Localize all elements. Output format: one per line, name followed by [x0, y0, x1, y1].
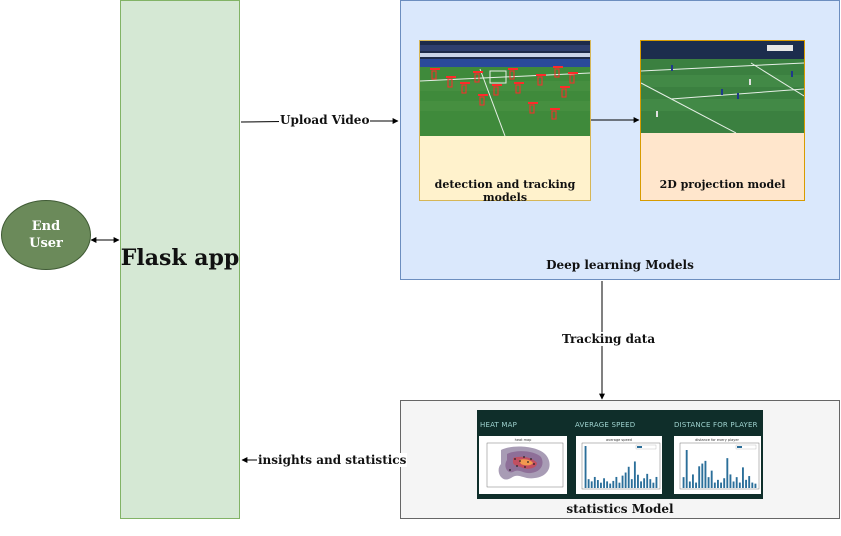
distance-bar — [729, 474, 732, 488]
projection-frame-image — [641, 41, 804, 133]
speed-bar — [624, 472, 627, 488]
distance-bar — [707, 477, 710, 488]
speed-bar — [587, 479, 590, 488]
statistics-label: statistics Model — [566, 502, 674, 516]
distance-bar — [723, 478, 726, 488]
end-user-label-line2: User — [29, 236, 63, 251]
speed-bar — [640, 481, 642, 488]
heatmap-panel: heat map — [479, 436, 567, 494]
heatmap-panel-title: HEAT MAP — [480, 421, 518, 429]
distance-bar — [710, 470, 713, 488]
speed-bar — [621, 475, 624, 488]
distance-bar — [713, 482, 716, 488]
distance-bar — [732, 481, 735, 488]
speed-bar — [590, 481, 593, 488]
distance-bar — [695, 482, 698, 488]
distance-bar — [685, 450, 688, 488]
distance-bar — [751, 482, 754, 488]
distance-panel: distance for every player — [674, 436, 761, 494]
speed-bar — [633, 461, 636, 488]
speed-legend — [635, 444, 657, 450]
end-user-node: End User — [1, 200, 91, 270]
speed-bar — [615, 476, 618, 488]
distance-bar — [692, 474, 694, 488]
speed-subtitle: average speed — [606, 438, 632, 442]
heatmap-subtitle: heat map — [515, 438, 533, 442]
speed-bar — [649, 479, 652, 488]
insights-label: insights and statistics — [257, 453, 408, 467]
projection-model-label: 2D projection model — [659, 178, 786, 191]
deep-learning-label: Deep learning Models — [546, 258, 694, 272]
speed-bar — [584, 446, 587, 488]
speed-bar — [618, 482, 621, 488]
speed-bars — [584, 446, 658, 488]
speed-bar — [593, 476, 596, 488]
distance-bar — [742, 467, 744, 488]
speed-bar — [612, 480, 615, 488]
distance-bar — [704, 460, 707, 488]
flask-app-node — [120, 0, 240, 519]
speed-bar — [637, 474, 639, 488]
speed-panel: average speed — [576, 436, 662, 494]
detection-model-label: detection and tracking models — [434, 178, 576, 204]
speed-bar — [655, 476, 658, 488]
speed-bar — [627, 466, 630, 488]
distance-panel-title: DISTANCE FOR PLAYER — [674, 421, 758, 429]
distance-bar — [754, 483, 757, 488]
distance-bar — [682, 477, 685, 488]
distance-legend — [735, 444, 757, 450]
speed-panel-title: AVERAGE SPEED — [575, 421, 636, 429]
tracking-data-label: Tracking data — [561, 332, 657, 346]
distance-bar — [688, 481, 691, 488]
distance-bar — [698, 466, 701, 488]
detection-frame-image — [420, 41, 590, 136]
distance-bar — [720, 482, 723, 488]
distance-bar — [726, 458, 729, 488]
distance-subtitle: distance for every player — [695, 438, 739, 442]
speed-bar — [652, 482, 655, 488]
speed-bar — [630, 479, 633, 488]
distance-bar — [701, 463, 704, 488]
speed-bar — [646, 473, 649, 488]
distance-bar — [735, 477, 738, 488]
speed-bar — [643, 478, 646, 488]
speed-bar — [596, 480, 599, 488]
end-user-label-line1: End — [31, 219, 61, 234]
distance-bars — [682, 450, 757, 488]
distance-bar — [738, 482, 741, 488]
flask-app-label: Flask app — [120, 245, 240, 271]
statistics-dashboard: HEAT MAP AVERAGE SPEED DISTANCE FOR PLAY… — [477, 410, 763, 499]
distance-bar — [717, 479, 719, 488]
distance-bar — [748, 476, 751, 488]
speed-bar — [609, 483, 612, 488]
distance-bar — [745, 479, 748, 488]
speed-bar — [606, 481, 609, 488]
speed-bar — [600, 482, 602, 488]
speed-bar — [603, 478, 605, 488]
upload-video-label: Upload Video — [279, 113, 371, 127]
